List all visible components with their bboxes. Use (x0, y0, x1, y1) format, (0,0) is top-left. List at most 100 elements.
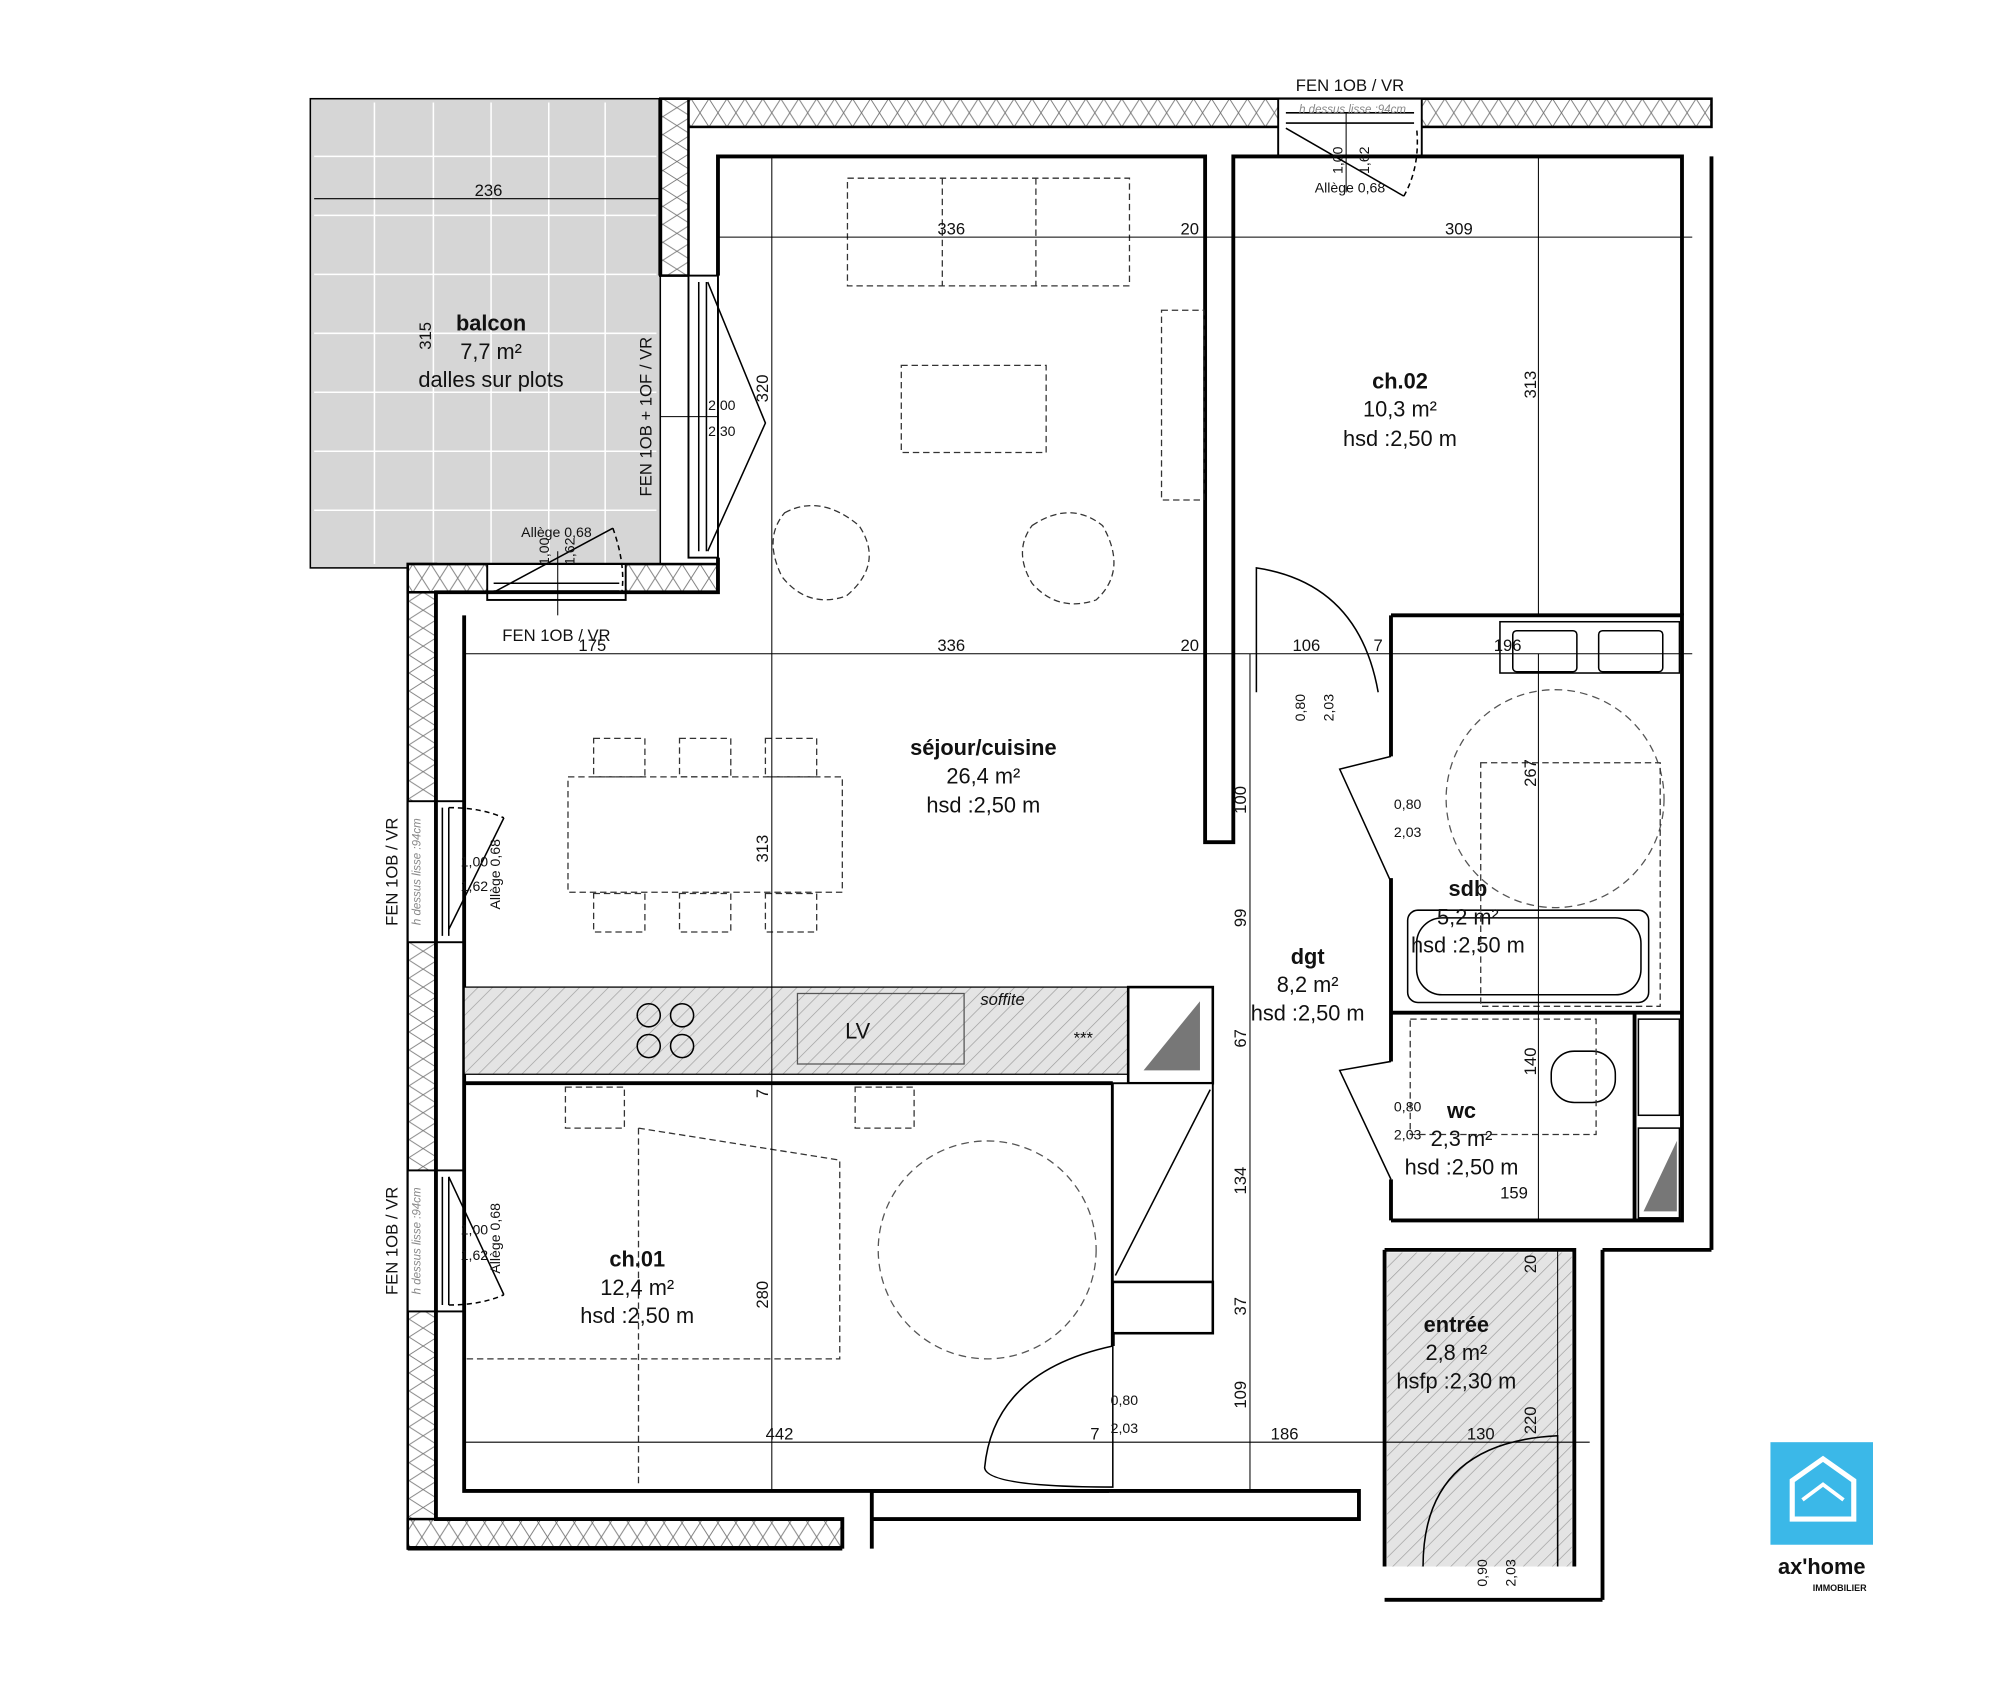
entree-floor (1387, 1252, 1572, 1567)
room-height: hsd :2,50 m (580, 1303, 694, 1328)
room-sdb: sdb 5,2 m² hsd :2,50 m (1411, 876, 1525, 957)
door-labels: 0,80 2,03 0,80 2,03 0,80 2,03 0,80 2,03 … (1111, 694, 1519, 1587)
window-balcony-bottom[interactable] (486, 563, 627, 601)
wall-balcony-insulation (659, 97, 690, 277)
svg-text:2,03: 2,03 (1394, 824, 1422, 840)
room-balcon: balcon 7,7 m² dalles sur plots (418, 311, 563, 392)
room-ch01: ch.01 12,4 m² hsd :2,50 m (580, 1247, 694, 1328)
cooktop-icon (636, 1002, 695, 1059)
allege-label: Allège 0,68 (1315, 179, 1386, 195)
room-area: 26,4 m² (946, 763, 1020, 788)
svg-text:h dessus lisse :94cm: h dessus lisse :94cm (412, 818, 424, 925)
svg-text:7: 7 (1090, 1425, 1099, 1444)
soffite-label: soffite (980, 990, 1024, 1009)
svg-text:1,62: 1,62 (561, 537, 577, 565)
svg-text:1,62: 1,62 (1356, 146, 1372, 174)
svg-text:309: 309 (1445, 220, 1473, 239)
bathroom-fixtures (1406, 620, 1681, 1219)
room-note: dalles sur plots (418, 367, 563, 392)
svg-text:99: 99 (1231, 909, 1250, 928)
svg-text:7: 7 (1374, 636, 1383, 655)
svg-text:2,03: 2,03 (1111, 1420, 1139, 1436)
svg-text:175: 175 (578, 636, 606, 655)
logo-sub: IMMOBILIER (1813, 1583, 1867, 1593)
svg-text:Allège 0,68: Allège 0,68 (487, 839, 503, 910)
kitchen-counter (463, 986, 1129, 1075)
window-label: FEN 1OB / VR (502, 626, 610, 645)
room-name: entrée (1424, 1312, 1489, 1337)
room-name: dgt (1291, 944, 1325, 969)
wall-bottom-insulation (406, 1517, 844, 1549)
room-height: hsd :2,50 m (1411, 932, 1525, 957)
logo-brand: ax'home (1778, 1554, 1866, 1579)
svg-text:130: 130 (1467, 1425, 1495, 1444)
room-area: 8,2 m² (1277, 972, 1339, 997)
fridge-icon (1143, 1001, 1200, 1071)
svg-text:106: 106 (1292, 636, 1320, 655)
svg-text:1,62: 1,62 (461, 878, 489, 894)
svg-text:20: 20 (1180, 220, 1199, 239)
doors[interactable] (983, 567, 1559, 1567)
svg-text:267: 267 (1521, 759, 1540, 787)
window-label: FEN 1OB / VR (382, 818, 401, 926)
room-name: wc (1446, 1098, 1476, 1123)
svg-text:2,30: 2,30 (708, 423, 736, 439)
svg-text:Allège 0,68: Allège 0,68 (487, 1203, 503, 1274)
room-name: sdb (1449, 876, 1488, 901)
dimension-values: 236 315 336 20 309 320 313 175 336 20 10… (416, 181, 1540, 1443)
room-height: hsfp :2,30 m (1396, 1368, 1516, 1393)
sink-label: LV (845, 1018, 870, 1043)
room-entree: entrée 2,8 m² hsfp :2,30 m (1396, 1312, 1516, 1393)
room-height: hsd :2,50 m (926, 793, 1040, 818)
svg-text:1,00: 1,00 (461, 854, 489, 870)
svg-text:313: 313 (1521, 371, 1540, 399)
furniture (464, 177, 1661, 1488)
room-name: balcon (456, 311, 526, 336)
dimension-lines (314, 112, 1693, 1567)
wall-top-insulation (659, 97, 1713, 129)
room-area: 7,7 m² (460, 339, 522, 364)
svg-text:Allège 0,68: Allège 0,68 (521, 524, 592, 540)
svg-text:280: 280 (753, 1281, 772, 1309)
svg-text:109: 109 (1231, 1381, 1250, 1409)
svg-text:159: 159 (1500, 1184, 1528, 1203)
svg-text:20: 20 (1521, 1255, 1540, 1274)
window-label: FEN 1OB + 1OF / VR (636, 337, 655, 497)
room-name: séjour/cuisine (910, 735, 1056, 760)
svg-text:186: 186 (1271, 1425, 1299, 1444)
svg-text:0,90: 0,90 (1474, 1559, 1490, 1587)
svg-text:100: 100 (1231, 786, 1250, 814)
room-name: ch.02 (1372, 368, 1428, 393)
svg-text:315: 315 (416, 322, 435, 350)
room-area: 2,8 m² (1426, 1340, 1488, 1365)
svg-text:0,80: 0,80 (1292, 694, 1308, 722)
sill-label: h dessus lisse :94cm (1299, 104, 1406, 116)
svg-text:0,80: 0,80 (1394, 796, 1422, 812)
svg-text:336: 336 (937, 220, 965, 239)
axhome-logo: ax'home IMMOBILIER (1770, 1442, 1873, 1593)
svg-text:0,80: 0,80 (1394, 1098, 1422, 1114)
svg-text:h dessus lisse :94cm: h dessus lisse :94cm (412, 1187, 424, 1294)
svg-text:196: 196 (1494, 636, 1522, 655)
svg-text:2,03: 2,03 (1502, 1559, 1518, 1587)
svg-text:320: 320 (753, 375, 772, 403)
room-area: 5,2 m² (1437, 904, 1499, 929)
svg-text:236: 236 (475, 181, 503, 200)
room-name: ch.01 (609, 1247, 665, 1272)
svg-text:220: 220 (1521, 1406, 1540, 1434)
window-labels: FEN 1OB / VR h dessus lisse :94cm Allège… (382, 76, 1406, 1295)
walls (407, 98, 1714, 1602)
svg-text:7: 7 (753, 1089, 772, 1098)
room-area: 2,3 m² (1431, 1126, 1493, 1151)
svg-text:1,62: 1,62 (461, 1247, 489, 1263)
window-label: FEN 1OB / VR (382, 1187, 401, 1295)
svg-text:1,00: 1,00 (536, 537, 552, 565)
room-height: hsd :2,50 m (1405, 1154, 1519, 1179)
electrical-panel (1111, 1280, 1215, 1335)
svg-text:336: 336 (937, 636, 965, 655)
room-height: hsd :2,50 m (1251, 1000, 1365, 1025)
svg-text:67: 67 (1231, 1029, 1250, 1048)
balcony (309, 97, 662, 569)
room-area: 12,4 m² (600, 1275, 674, 1300)
svg-text:2,03: 2,03 (1320, 694, 1336, 722)
